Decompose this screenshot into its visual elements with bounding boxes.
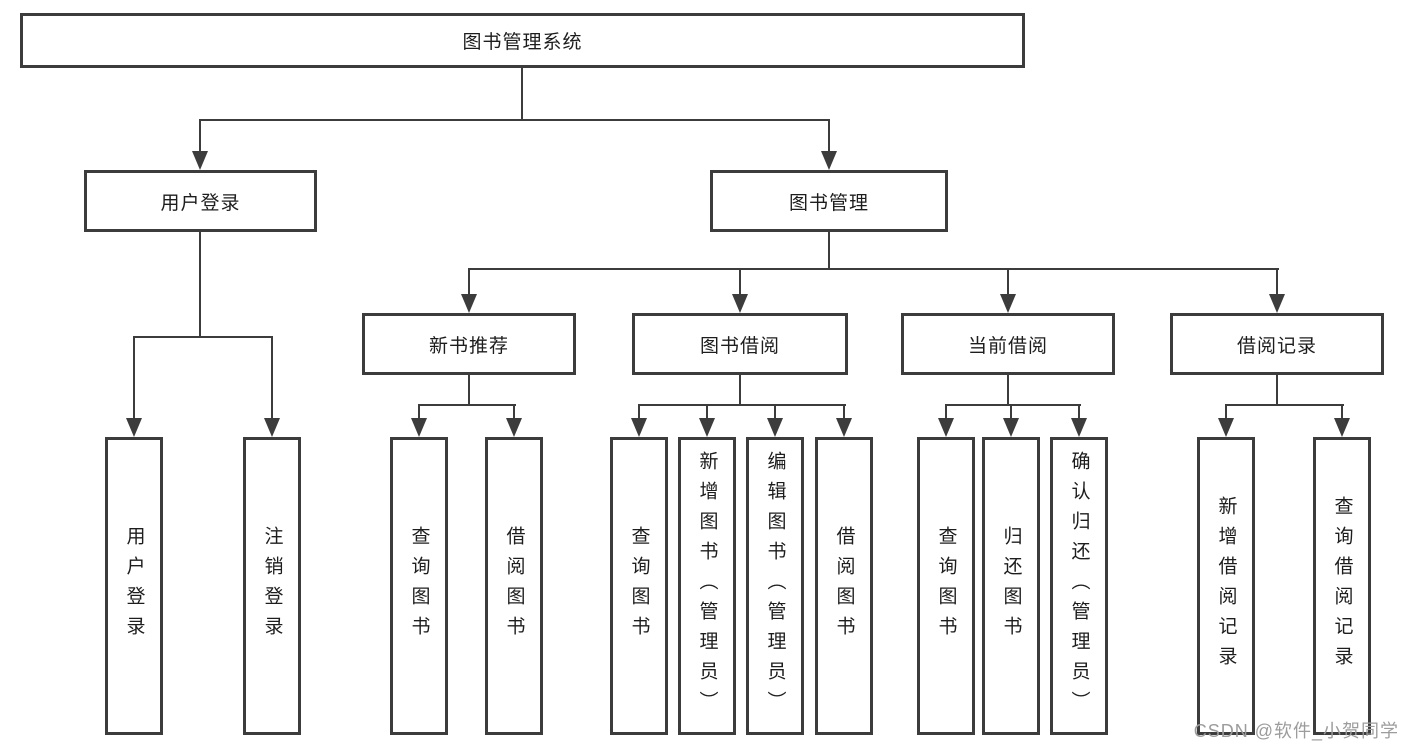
arrowhead-user-login <box>192 151 208 170</box>
leaf-label: 查询图书 <box>408 526 430 646</box>
arrowhead-cb-confirm <box>1071 418 1087 437</box>
leaf-label: 查询借阅记录 <box>1331 496 1353 676</box>
connector-level3-rail <box>468 268 1279 270</box>
leaf-bb-query-books: 查询图书 <box>610 437 668 735</box>
arrowhead-nb-borrow <box>506 418 522 437</box>
leaf-label: 借阅图书 <box>833 526 855 646</box>
arrowhead-leaf-logout <box>264 418 280 437</box>
connector-drop-bb-edit <box>774 404 776 420</box>
arrowhead-bb-edit <box>767 418 783 437</box>
arrowhead-bb-query <box>631 418 647 437</box>
connector-drop-cb-confirm <box>1078 404 1080 420</box>
leaf-cb-return-books: 归还图书 <box>982 437 1040 735</box>
connector-level2-rail <box>199 119 830 121</box>
node-label: 新书推荐 <box>428 335 509 357</box>
leaf-user-login: 用户登录 <box>105 437 163 735</box>
leaf-bb-borrow-books: 借阅图书 <box>815 437 873 735</box>
node-label: 当前借阅 <box>967 335 1048 357</box>
leaf-logout: 注销登录 <box>243 437 301 735</box>
leaf-bb-add-books-admin: 新增图书（管理员） <box>678 437 736 735</box>
node-label: 图书借阅 <box>699 335 780 357</box>
arrowhead-current-borrow <box>1000 294 1016 313</box>
leaf-nb-query-books: 查询图书 <box>390 437 448 735</box>
connector-book-mgmt-stem <box>828 229 830 270</box>
connector-drop-leaf-login <box>133 336 135 420</box>
connector-drop-br-add <box>1225 404 1227 420</box>
csdn-watermark: CSDN @软件_小贺同学 <box>1193 721 1399 741</box>
leaf-label: 归还图书 <box>1000 526 1022 646</box>
connector-borrow-record-stem <box>1276 372 1278 406</box>
connector-user-login-stem <box>199 229 201 338</box>
connector-drop-br-query <box>1341 404 1343 420</box>
leaf-label: 新增借阅记录 <box>1215 496 1237 676</box>
arrowhead-book-management <box>821 151 837 170</box>
arrowhead-nb-query <box>411 418 427 437</box>
connector-drop-nb-query <box>418 404 420 420</box>
node-label: 借阅记录 <box>1236 335 1317 357</box>
node-label: 用户登录 <box>160 192 241 214</box>
leaf-cb-confirm-return-admin: 确认归还（管理员） <box>1050 437 1108 735</box>
node-label: 图书管理系统 <box>462 32 583 53</box>
connector-drop-bb-query <box>638 404 640 420</box>
leaf-cb-query-books: 查询图书 <box>917 437 975 735</box>
connector-current-borrow-rail <box>945 404 1081 406</box>
leaf-label: 查询图书 <box>628 526 650 646</box>
connector-new-book-stem <box>468 372 470 406</box>
leaf-br-add-record: 新增借阅记录 <box>1197 437 1255 735</box>
leaf-label: 确认归还（管理员） <box>1068 451 1090 721</box>
arrowhead-br-add <box>1218 418 1234 437</box>
leaf-label: 查询图书 <box>935 526 957 646</box>
leaf-bb-edit-books-admin: 编辑图书（管理员） <box>746 437 804 735</box>
leaf-nb-borrow-books: 借阅图书 <box>485 437 543 735</box>
arrowhead-leaf-login <box>126 418 142 437</box>
connector-drop-leaf-logout <box>271 336 273 420</box>
connector-drop-bb-add <box>706 404 708 420</box>
connector-drop-bb-borrow <box>843 404 845 420</box>
leaf-label: 借阅图书 <box>503 526 525 646</box>
leaf-label: 注销登录 <box>261 526 283 646</box>
node-book-management: 图书管理 <box>710 170 948 232</box>
connector-drop-cb-query <box>945 404 947 420</box>
arrowhead-cb-return <box>1003 418 1019 437</box>
arrowhead-new-book <box>461 294 477 313</box>
connector-drop-book-borrow <box>739 268 741 297</box>
node-current-borrowing: 当前借阅 <box>901 313 1115 375</box>
connector-drop-new-book <box>468 268 470 297</box>
node-user-login: 用户登录 <box>84 170 317 232</box>
leaf-label: 新增图书（管理员） <box>696 451 718 721</box>
connector-user-login-rail <box>133 336 273 338</box>
connector-drop-user-login <box>199 119 201 155</box>
arrowhead-bb-add <box>699 418 715 437</box>
arrowhead-borrow-record <box>1269 294 1285 313</box>
connector-drop-current-borrow <box>1007 268 1009 297</box>
node-book-borrowing: 图书借阅 <box>632 313 848 375</box>
connector-current-borrow-stem <box>1007 372 1009 406</box>
node-borrowing-records: 借阅记录 <box>1170 313 1384 375</box>
connector-drop-book-management <box>828 119 830 155</box>
arrowhead-book-borrow <box>732 294 748 313</box>
node-root-library-system: 图书管理系统 <box>20 13 1025 68</box>
arrowhead-br-query <box>1334 418 1350 437</box>
connector-book-borrow-stem <box>739 372 741 406</box>
arrowhead-cb-query <box>938 418 954 437</box>
leaf-label: 编辑图书（管理员） <box>764 451 786 721</box>
connector-drop-nb-borrow <box>513 404 515 420</box>
connector-new-book-rail <box>418 404 516 406</box>
connector-drop-cb-return <box>1010 404 1012 420</box>
arrowhead-bb-borrow <box>836 418 852 437</box>
leaf-br-query-record: 查询借阅记录 <box>1313 437 1371 735</box>
connector-root-stem <box>521 66 523 121</box>
connector-borrow-record-rail <box>1225 404 1344 406</box>
connector-book-borrow-rail <box>638 404 846 406</box>
node-label: 图书管理 <box>788 192 869 214</box>
connector-drop-borrow-record <box>1276 268 1278 297</box>
node-new-book-recommend: 新书推荐 <box>362 313 576 375</box>
leaf-label: 用户登录 <box>123 526 145 646</box>
